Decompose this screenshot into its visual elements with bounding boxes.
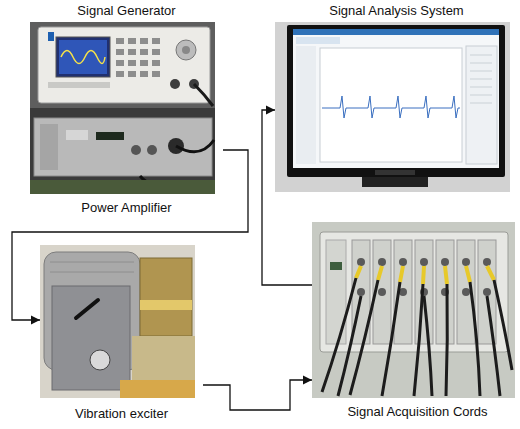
equipment-caption: Signal Analysis System [275,2,518,19]
signal-connector [12,150,248,320]
equipment-caption: Power Amplifier [30,199,223,216]
acquisition-chassis-photo [312,222,515,398]
equipment-photo-node: Signal Analysis System [275,2,518,192]
power-amplifier-photo [30,108,215,194]
signal-connector [262,110,312,285]
equipment-caption: Signal Acquisition Cords [312,403,520,420]
vibration-exciter-photo [40,245,195,398]
signal-generator-photo [30,22,215,108]
signal-connector [203,380,312,410]
equipment-caption: Vibration exciter [40,405,203,422]
equipment-photo-node: Power Amplifier [30,108,223,216]
analysis-monitor-photo [275,22,510,192]
equipment-photo-node: Signal Generator [30,2,223,108]
equipment-photo-node: Vibration exciter [40,245,203,422]
equipment-caption: Signal Generator [30,2,223,19]
equipment-photo-node: Signal Acquisition Cords [312,222,520,420]
